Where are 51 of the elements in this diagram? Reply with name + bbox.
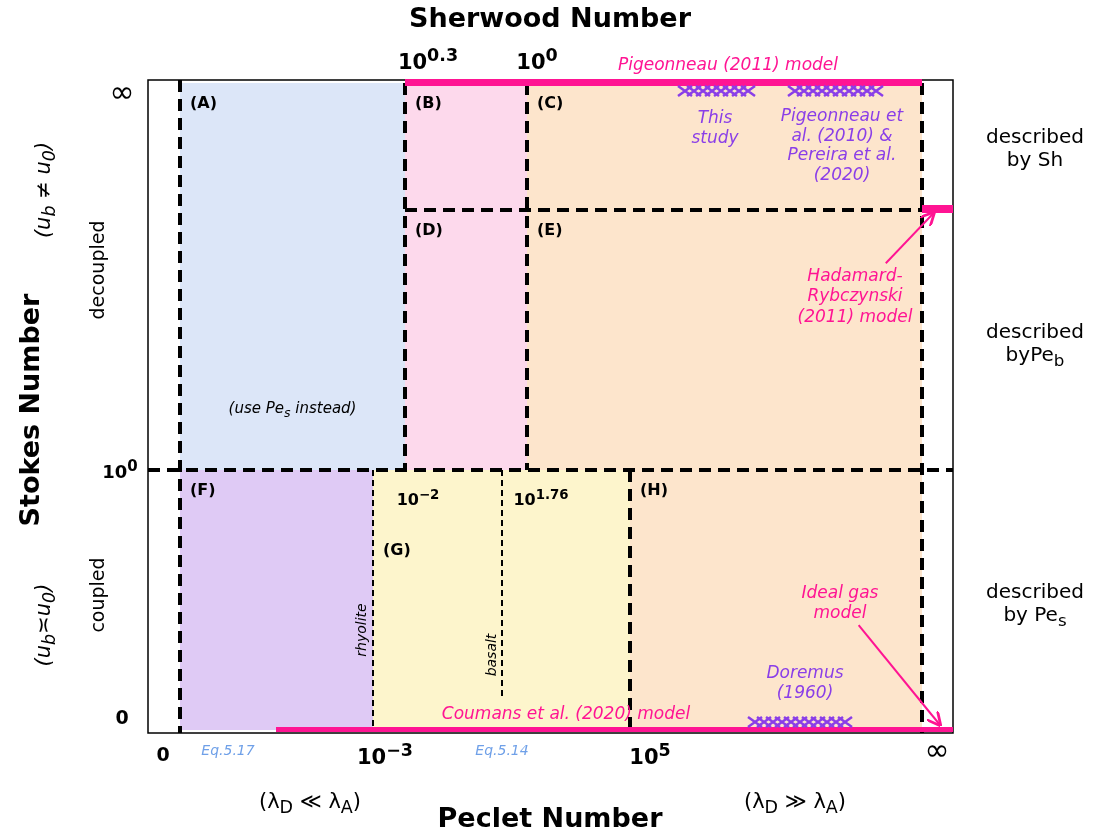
tick-label: 10$^{0}$ — [516, 45, 558, 75]
region-letter: (B) — [415, 93, 442, 112]
tick-label: 10$^{1.76}$ — [513, 486, 569, 510]
tick-label: 10$^{5}$ — [629, 740, 671, 770]
axis-note: decoupled — [87, 220, 109, 320]
regime-note: described byPe$_{b}$ — [985, 319, 1085, 371]
tick-label: 10$^{−2}$ — [396, 486, 440, 510]
callout-text: Ideal gas model — [790, 582, 890, 623]
data-label: Doremus (1960) — [765, 663, 845, 703]
axis-note: coupled — [87, 557, 109, 633]
regime-region — [527, 83, 922, 210]
regime-region — [373, 470, 630, 730]
tick-label: 0 — [115, 707, 129, 729]
axis-note: (λ$_{D}$ ≫ λ$_{A}$) — [743, 788, 847, 818]
regime-region — [405, 83, 527, 210]
region-letter: (F) — [190, 480, 216, 499]
tick-label: 10$^{0.3}$ — [397, 45, 459, 75]
equation-label: Eq.5.17 — [201, 741, 255, 759]
region-letter: (G) — [383, 540, 411, 559]
region-letter: (E) — [537, 220, 563, 239]
axis-note: (λ$_{D}$ ≪ λ$_{A}$) — [258, 788, 362, 818]
model-label: Coumans et al. (2020) model — [441, 704, 691, 724]
regime-note: described by Pe$_{s}$ — [985, 579, 1085, 631]
model-bar — [922, 205, 953, 213]
equation-label: Eq.5.14 — [475, 741, 529, 759]
regime-region — [630, 470, 922, 730]
data-label: Pigeonneau et al. (2010) & Pereira et al. (2020) — [779, 105, 905, 185]
axis-title: Peclet Number — [437, 802, 663, 834]
line-label: rhyolite — [352, 603, 370, 657]
regime-region — [180, 83, 405, 470]
tick-label: 0 — [156, 744, 170, 766]
line-label: basalt — [482, 633, 500, 677]
data-label: This study — [690, 108, 740, 148]
axis-title: Sherwood Number — [409, 2, 691, 34]
axis-title: Stokes Number — [14, 293, 46, 527]
leader-arrow — [884, 210, 937, 265]
region-letter: (C) — [537, 93, 564, 112]
tick-label: 10$^{0}$ — [102, 457, 138, 483]
regime-region — [405, 210, 527, 470]
regime-region — [527, 210, 922, 470]
region-letter: (A) — [190, 93, 217, 112]
tick-label: 10$^{−3}$ — [356, 740, 414, 770]
regime-note: described by Sh — [985, 125, 1085, 171]
tick-label: ∞ — [924, 732, 950, 768]
region-note: (use Pe$_{s}$ instead) — [228, 399, 357, 420]
regime-region — [180, 470, 373, 730]
region-letter: (H) — [640, 480, 668, 499]
tick-label: ∞ — [109, 74, 135, 110]
callout-text: Hadamard-Rybczynski (2011) model — [795, 265, 915, 327]
region-letter: (D) — [415, 220, 443, 239]
leader-arrow — [857, 624, 943, 728]
